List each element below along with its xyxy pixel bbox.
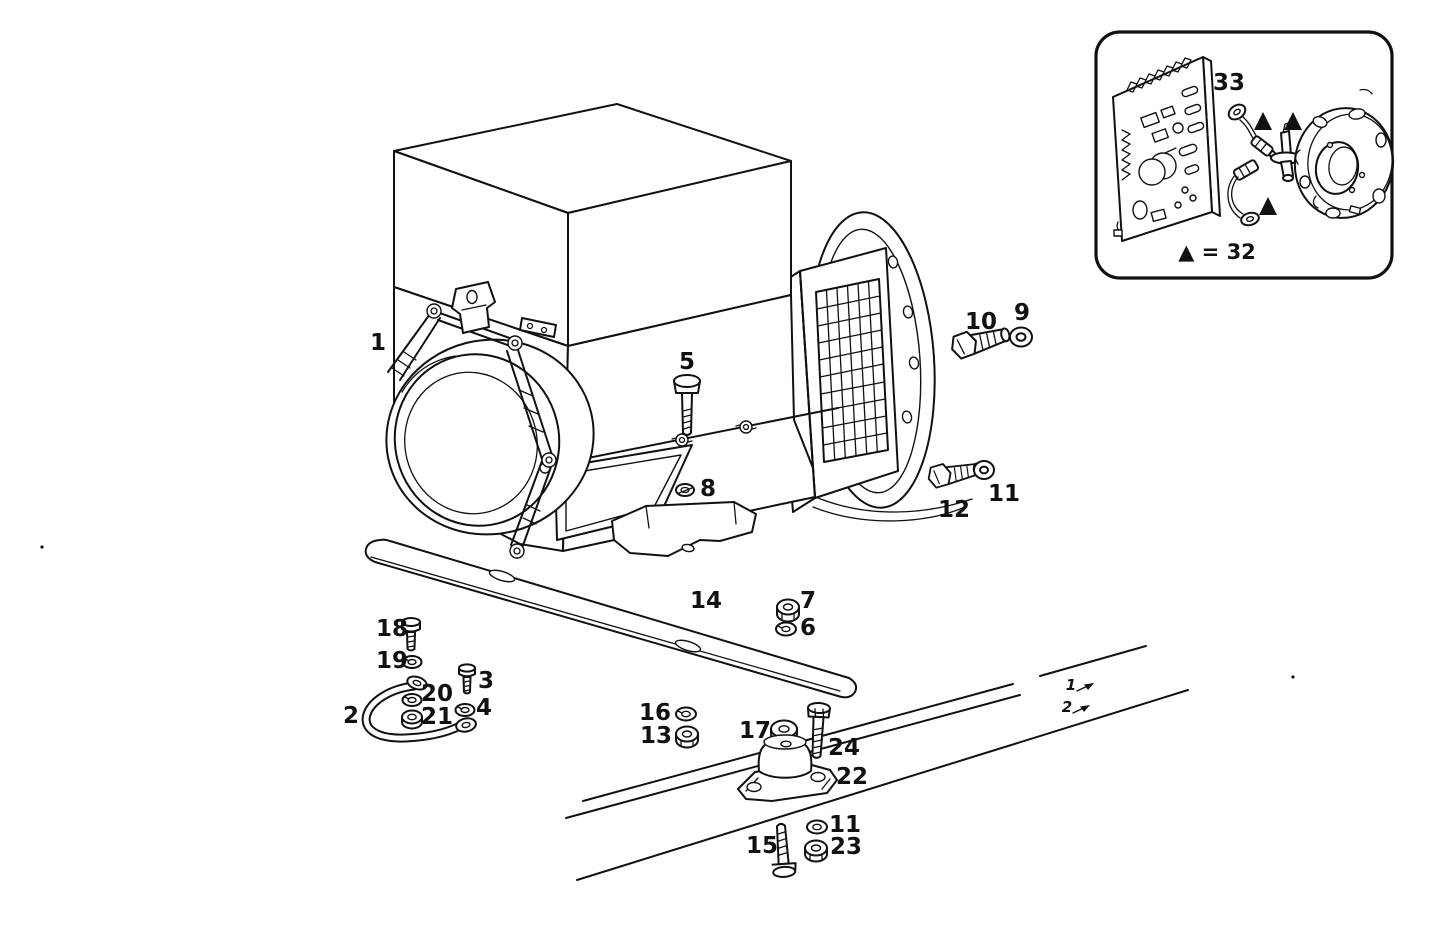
- bolt-3: [458, 663, 476, 695]
- terminal-box: [393, 103, 792, 347]
- bolt-15: [771, 823, 797, 878]
- front-drive-disc: [385, 338, 595, 536]
- nut-7: [776, 598, 800, 623]
- washer-19: [401, 655, 423, 669]
- washer-21: [401, 709, 423, 730]
- inset-legend: ▲ = 32: [1178, 240, 1256, 264]
- screw-8: [675, 483, 695, 497]
- washer-6: [775, 621, 797, 637]
- skid-frame-rails: [565, 645, 1189, 881]
- washer-16: [675, 706, 697, 722]
- inset-panel: [1094, 30, 1395, 280]
- rear-cables: [812, 497, 973, 522]
- bolt-5: [673, 374, 701, 436]
- frame-ref-arrows: [1072, 683, 1094, 714]
- flange-nut-13: [675, 725, 699, 749]
- rotating-rectifier: [1293, 88, 1395, 219]
- strut-frame: [387, 303, 557, 559]
- bolt-18: [401, 617, 421, 652]
- bolt-24: [807, 701, 831, 759]
- hex-bolt-10: [951, 327, 1011, 360]
- regulator-board-33: [1112, 56, 1221, 242]
- washer-9: [1009, 326, 1033, 348]
- wire-lead-upper: [1227, 103, 1279, 160]
- washer-4: [454, 703, 476, 717]
- ground-strap-2: [361, 675, 477, 743]
- vibration-mount-22: [737, 734, 838, 802]
- print-speck: [1291, 675, 1295, 679]
- wire-lead-lower: [1227, 159, 1260, 227]
- base-rail-14: [364, 538, 858, 699]
- washer-11: [973, 460, 995, 480]
- washer-11b: [806, 819, 828, 835]
- washer-20: [401, 693, 423, 707]
- mounting-foot: [611, 501, 757, 557]
- nut-23: [804, 839, 828, 863]
- lifting-eye-bracket: [451, 281, 557, 338]
- inspection-panel: [554, 444, 693, 541]
- print-speck: [40, 545, 44, 549]
